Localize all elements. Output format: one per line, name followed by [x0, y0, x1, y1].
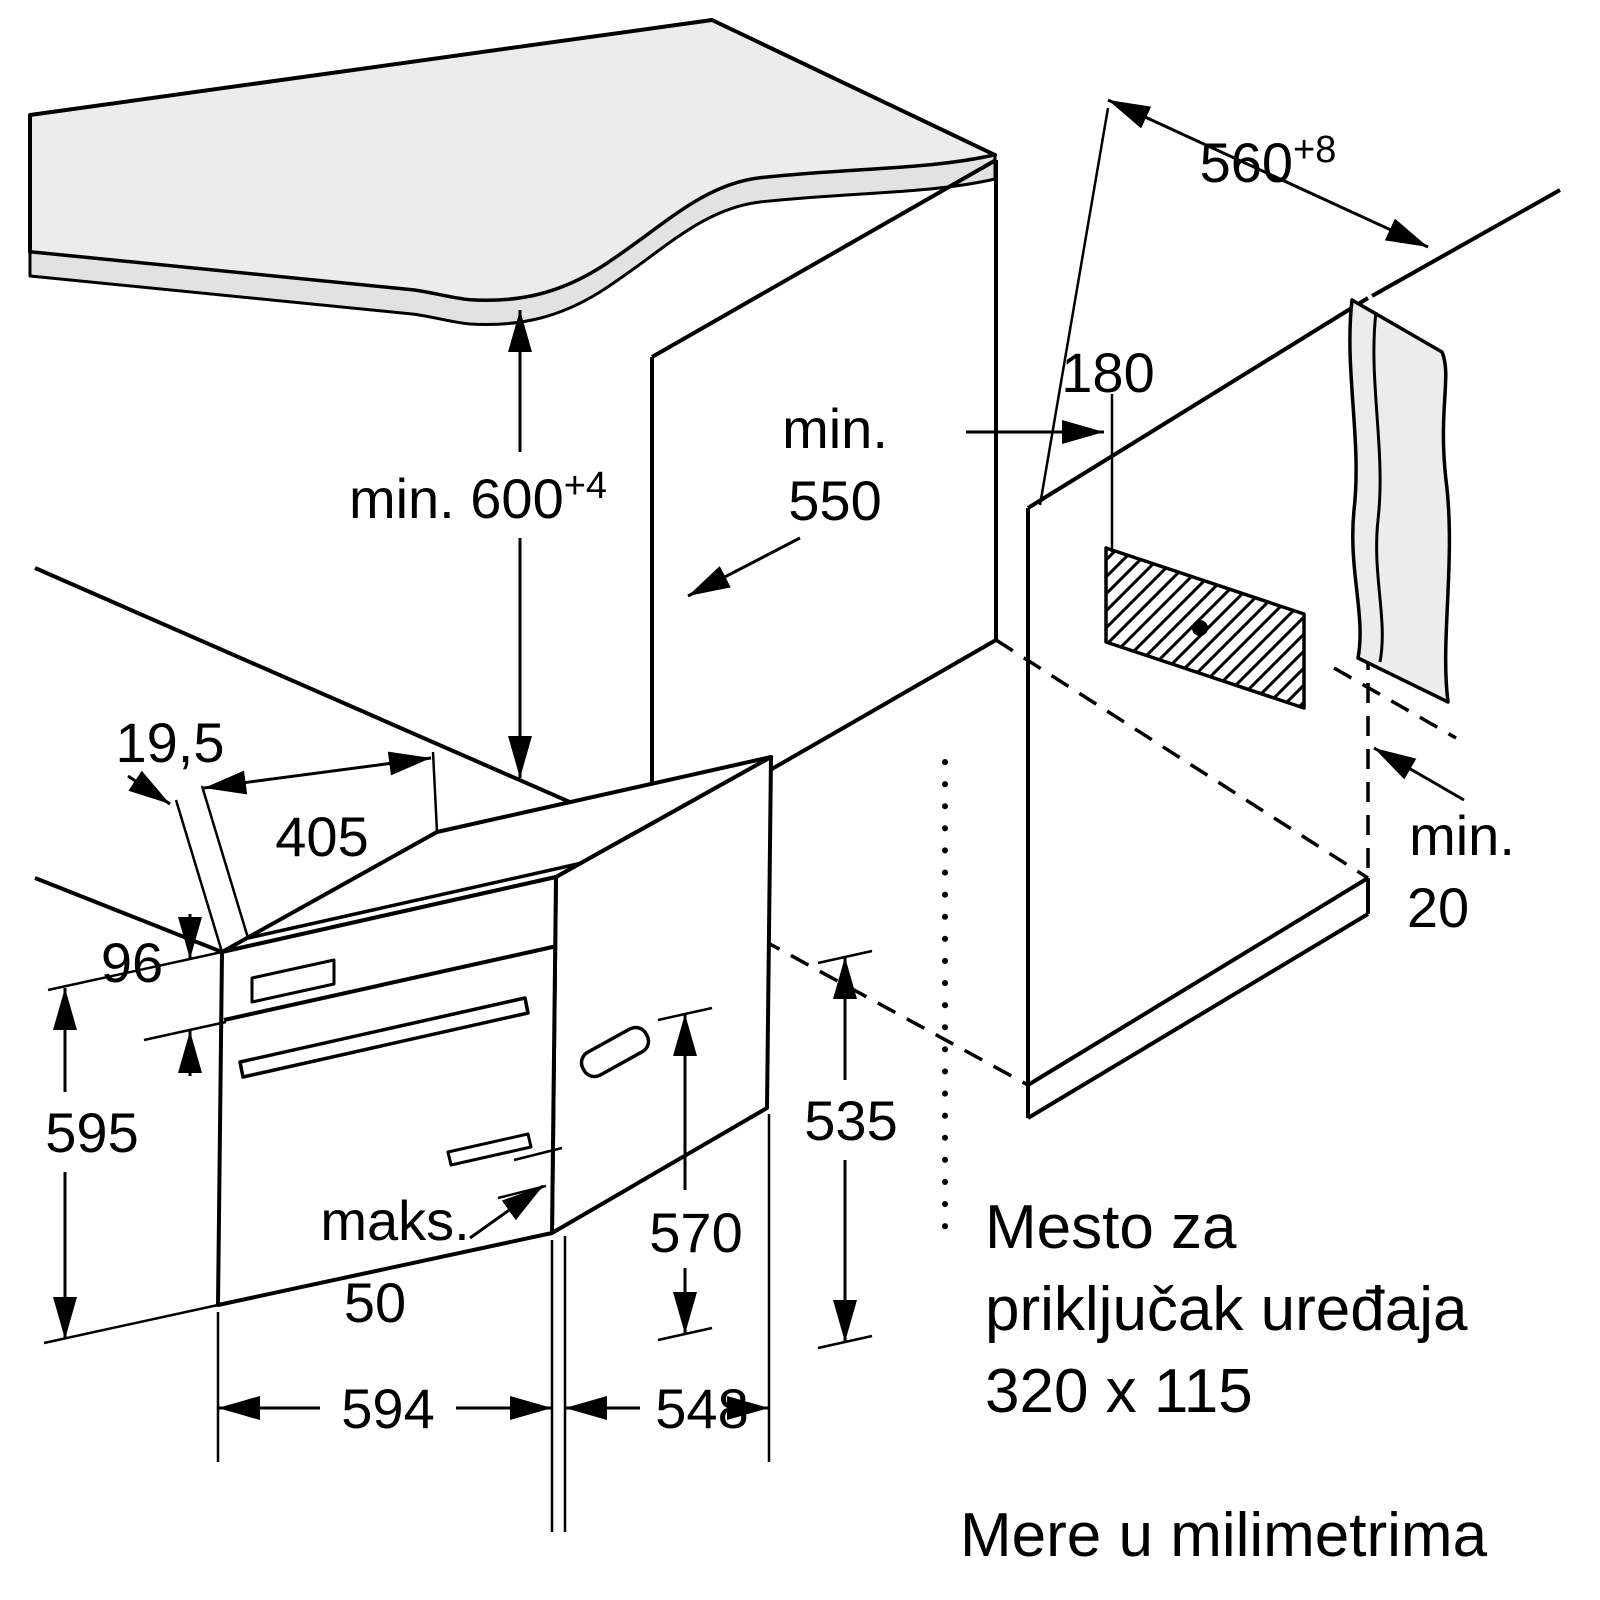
connection-note-line-1: Mesto za	[985, 1193, 1237, 1262]
niche-width-value: 560	[1200, 131, 1293, 194]
dim-leader-arrow	[687, 536, 801, 598]
dim-extension-line	[43, 1303, 219, 1345]
niche-depth-label-2: 550	[788, 469, 881, 532]
body-depth-label: 535	[804, 1089, 897, 1152]
units-note: Mere u milimetrima	[960, 1501, 1488, 1570]
dim-extension-line	[174, 799, 224, 953]
dim-reference-tick	[513, 1146, 563, 1162]
dimension-niche-depth: min. 550	[687, 397, 888, 598]
dimension-oven-width: 594	[216, 1240, 554, 1532]
niche-height-value: min. 600	[349, 467, 564, 530]
dim-extension-line	[200, 785, 250, 939]
dim-extension-line	[431, 751, 439, 833]
countertop	[28, 18, 997, 326]
dim-line	[1107, 98, 1429, 249]
niche-bottom-edge	[1026, 876, 1370, 1087]
niche-depth-label-1: min.	[782, 397, 888, 460]
dimension-connection-offset: 180	[966, 341, 1155, 444]
connection-area	[1104, 394, 1306, 710]
connection-note-line-3: 320 x 115	[985, 1357, 1253, 1426]
cabinet-hidden-edges	[703, 638, 1370, 1087]
oven-door-handle	[238, 996, 530, 1079]
run-line-upper	[34, 566, 653, 840]
wall-top-scene-line	[1371, 188, 1561, 298]
right-niche	[1026, 188, 1561, 1120]
dimension-body-depth: 535	[804, 949, 898, 1350]
niche-height-tolerance: +4	[564, 465, 607, 507]
niche-top-edge	[1026, 296, 1370, 510]
countertop-edge-band	[28, 153, 997, 326]
hidden-rear-gap-edge	[1333, 666, 1457, 740]
top-depth-label: 405	[275, 805, 368, 868]
countertop-surface	[28, 18, 997, 303]
body-width-label: 548	[655, 1377, 748, 1440]
oven-control-panel-line	[223, 944, 558, 1022]
dimension-rear-gap: min. 20	[1373, 746, 1515, 939]
body-height-label: 570	[649, 1201, 742, 1264]
connection-note-line-2: priključak uređaja	[985, 1275, 1468, 1344]
oven-display	[250, 958, 336, 1004]
oven-height-label: 595	[45, 1101, 138, 1164]
niche-width-label: 560+8	[1200, 129, 1337, 194]
front-overhang-label: 19,5	[116, 711, 225, 774]
dimension-top-depth: 405	[203, 751, 439, 868]
dim-line	[203, 751, 432, 795]
panel-height-label: 96	[101, 931, 163, 994]
niche-floor-thickness-edge	[1026, 912, 1370, 1120]
dimension-body-width: 548	[563, 1114, 771, 1532]
dim-extension-line	[1038, 107, 1110, 506]
handle-clearance-label-2: 50	[344, 1271, 406, 1334]
wall-thickness-line	[1372, 311, 1384, 663]
oven	[216, 755, 773, 1307]
niche-height-label: min. 600+4	[349, 465, 607, 530]
oven-top-frame-line	[247, 861, 583, 940]
dimension-niche-width: 560+8	[1038, 98, 1429, 506]
dim-arrow	[127, 770, 171, 806]
oven-width-label: 594	[341, 1377, 434, 1440]
dim-leader-arrow	[1373, 746, 1465, 802]
connection-offset-label: 180	[1061, 341, 1154, 404]
dim-extension-line	[47, 950, 223, 992]
connection-point-dot	[1192, 620, 1208, 636]
dim-extension-line	[143, 1020, 227, 1042]
dimension-niche-height: min. 600+4	[349, 310, 607, 778]
oven-handle-lower-bar	[446, 1132, 533, 1167]
cabinet-top-edge	[651, 158, 997, 359]
hidden-base-edge	[703, 906, 1029, 1087]
dim-leader-arrow	[469, 1184, 544, 1240]
dimension-body-height: 570	[649, 1006, 743, 1342]
dimension-panel-height: 96	[101, 914, 227, 1076]
dimension-oven-height: 595	[43, 950, 223, 1345]
niche-width-tolerance: +8	[1293, 129, 1336, 171]
handle-clearance-label-1: maks.	[320, 1189, 469, 1252]
rear-gap-label-1: min.	[1409, 804, 1515, 867]
annotation-texts: Mesto za priključak uređaja 320 x 115 Me…	[960, 1193, 1488, 1570]
dimension-handle-clearance: maks. 50	[320, 1146, 563, 1334]
oven-side-grip-recess	[579, 1025, 651, 1079]
rear-gap-label-2: 20	[1407, 876, 1469, 939]
hidden-floor-edge	[995, 638, 1369, 880]
wall-torn-edge	[1348, 298, 1452, 704]
